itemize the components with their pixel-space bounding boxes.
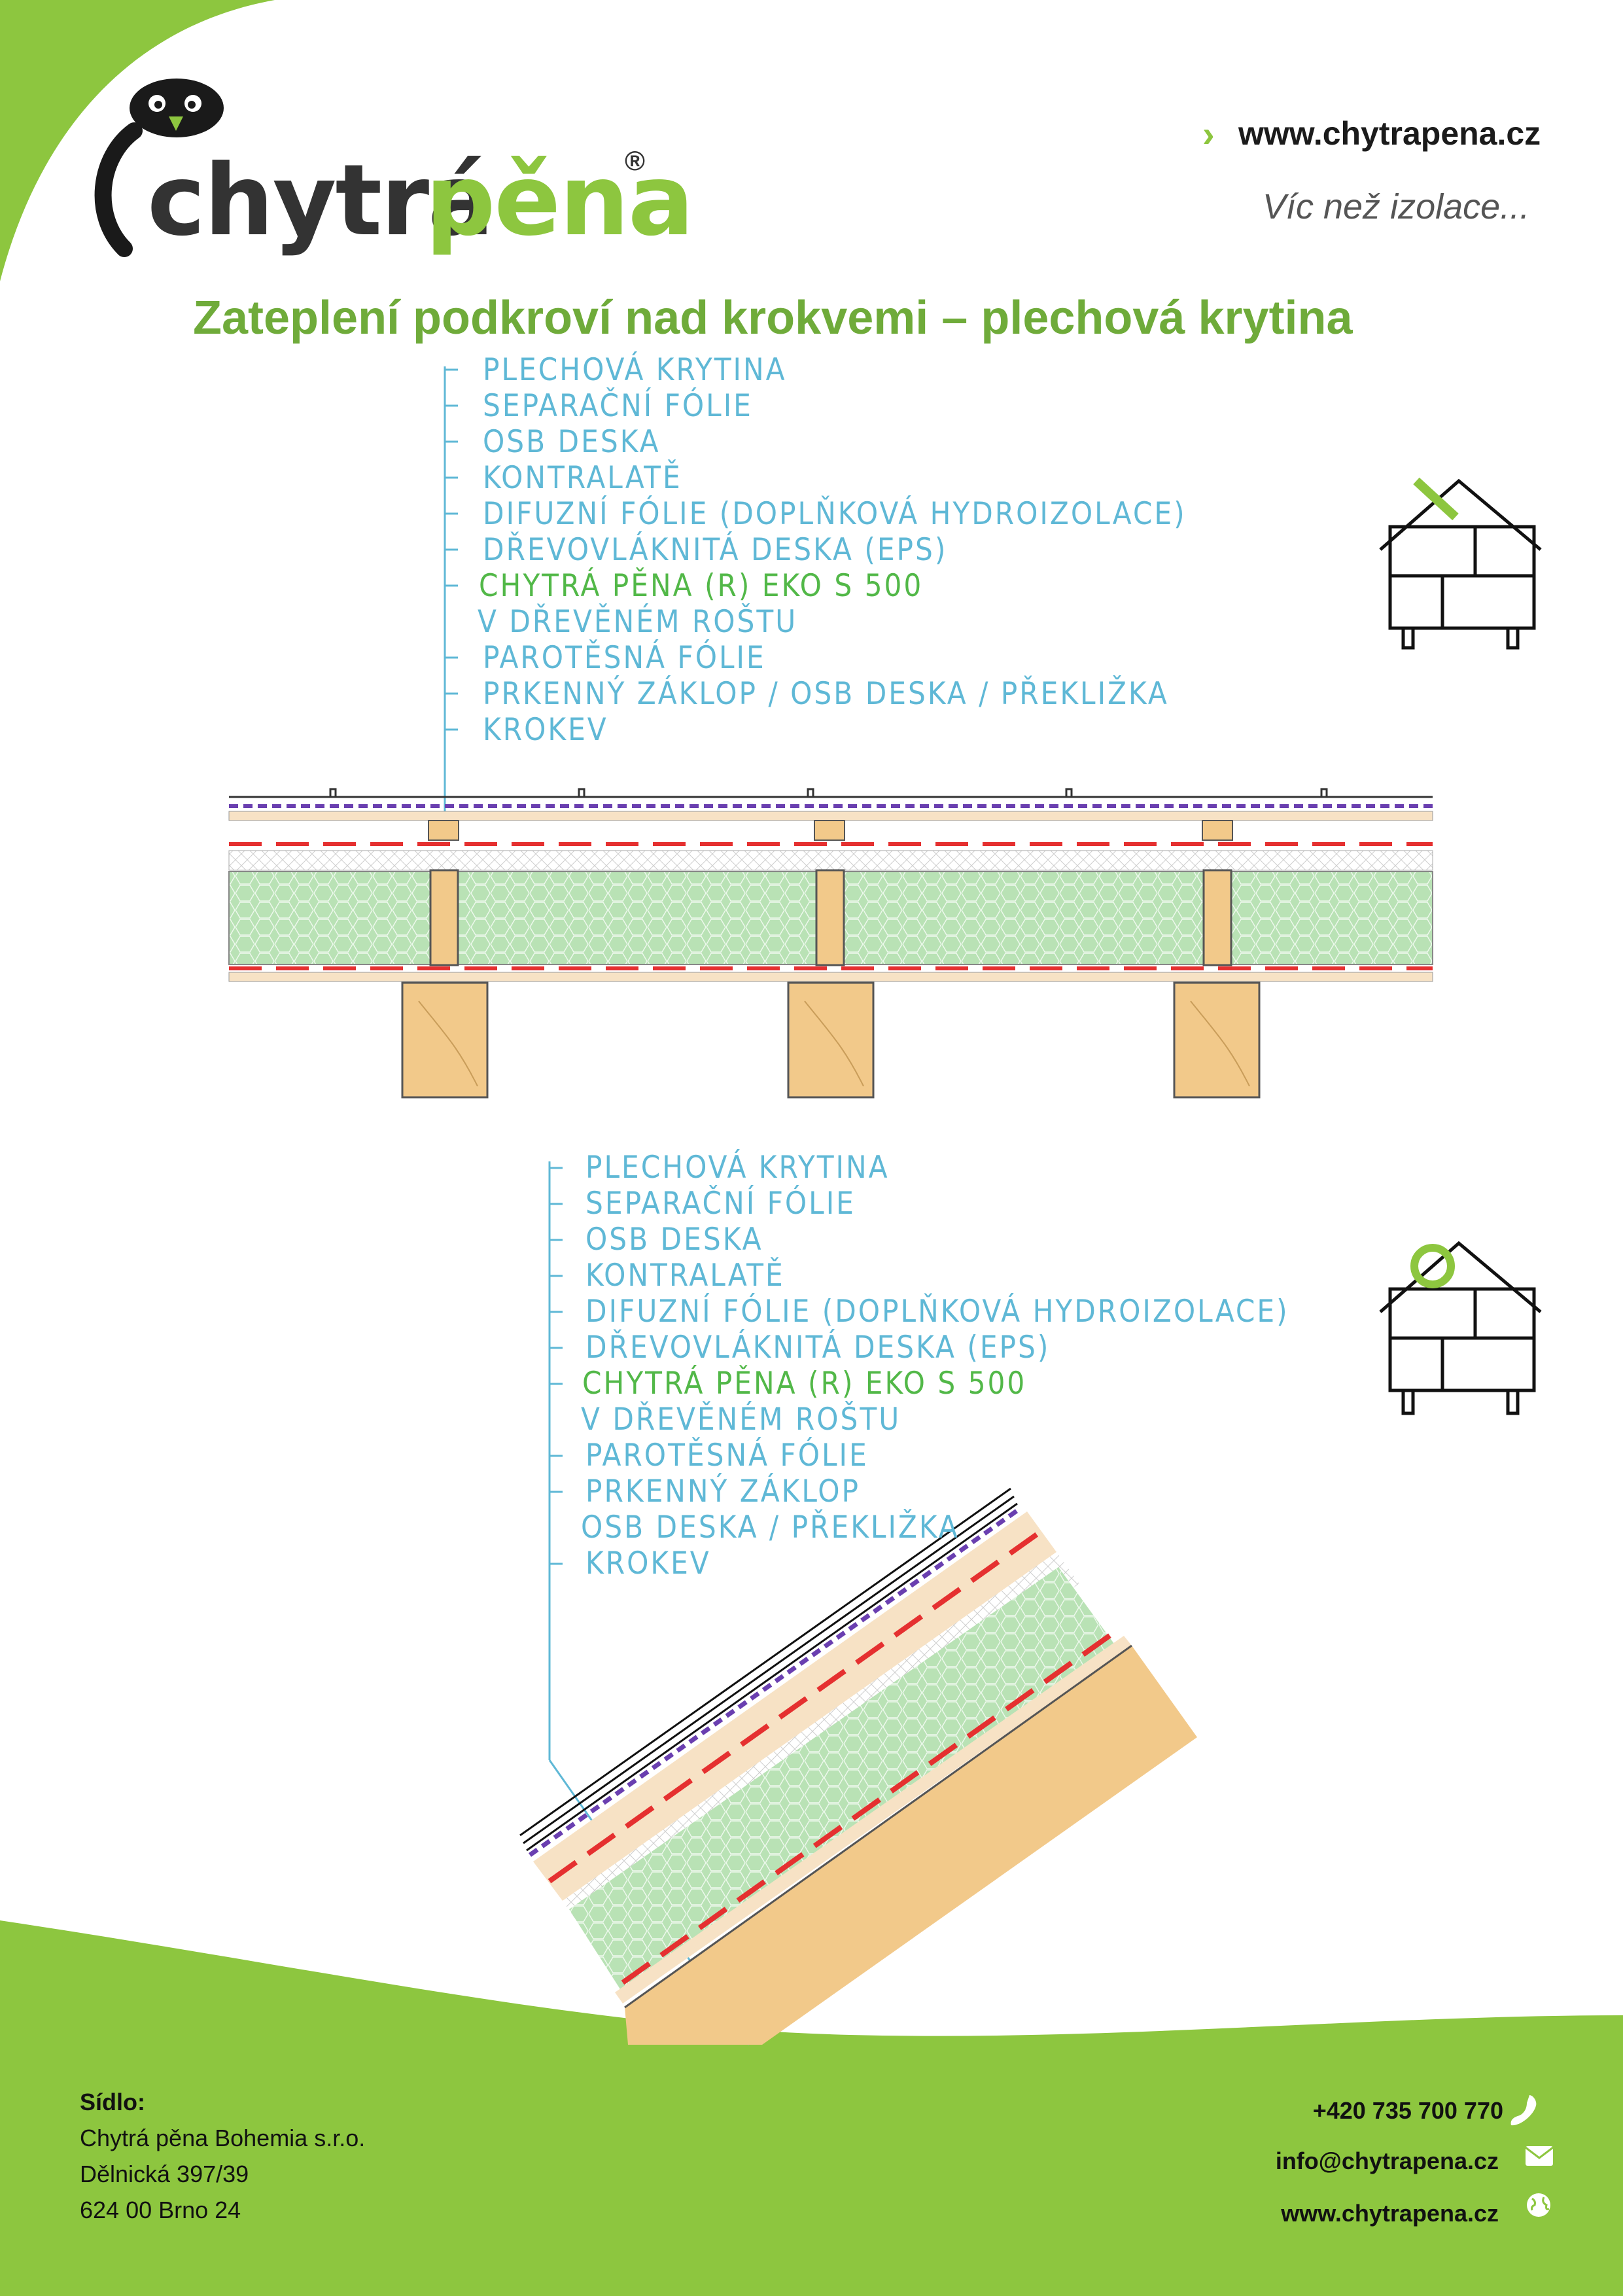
phone-icon xyxy=(1510,2095,1537,2126)
label2-metal-roofing: PLECHOVÁ KRYTINA xyxy=(585,1150,890,1186)
label-diffusion-foil: DIFUZNÍ FÓLIE (DOPLŇKOVÁ HYDROIZOLACE) xyxy=(483,496,1187,532)
diagram-horizontal-section xyxy=(228,366,1433,1099)
label2-rafter: KROKEV xyxy=(585,1545,711,1581)
top-left-corner-decoration xyxy=(0,0,275,281)
chevron-right-icon: › xyxy=(1202,113,1215,154)
footer-email[interactable]: info@chytrapena.cz xyxy=(1275,2147,1499,2174)
label-metal-roofing: PLECHOVÁ KRYTINA xyxy=(483,352,787,388)
label2-foam: CHYTRÁ PĚNA (R) EKO S 500 xyxy=(582,1366,1027,1402)
footer-company: Chytrá pěna Bohemia s.r.o. xyxy=(80,2125,366,2151)
label2-osb-plywood: OSB DESKA / PŘEKLIŽKA xyxy=(581,1510,960,1545)
leader-bracket xyxy=(444,366,458,818)
footer-web[interactable]: www.chytrapena.cz xyxy=(1281,2200,1499,2227)
header-website-link[interactable]: www.chytrapena.cz xyxy=(1238,115,1541,152)
label2-counter-battens: KONTRALATĚ xyxy=(585,1258,785,1294)
mail-icon xyxy=(1525,2146,1554,2166)
footer-wave xyxy=(0,1920,1623,2296)
label-vapour-barrier: PAROTĚSNÁ FÓLIE xyxy=(483,640,766,676)
label-timber-grid: V DŘEVĚNÉM ROŠTU xyxy=(478,604,798,640)
tagline: Víc než izolace... xyxy=(1263,187,1530,226)
footer-street: Dělnická 397/39 xyxy=(80,2161,249,2187)
label2-boarding: PRKENNÝ ZÁKLOP xyxy=(585,1474,861,1510)
brand-word-chytra: chytrá xyxy=(147,144,494,258)
label-boarding: PRKENNÝ ZÁKLOP / OSB DESKA / PŘEKLIŽKA xyxy=(483,676,1169,712)
house-icon-recommended xyxy=(1379,1241,1542,1415)
registered-mark: ® xyxy=(625,145,645,176)
label-separation-foil: SEPARAČNÍ FÓLIE xyxy=(483,388,753,424)
label-counter-battens: KONTRALATĚ xyxy=(483,460,682,496)
footer-city: 624 00 Brno 24 xyxy=(80,2197,241,2223)
diagram-inclined-section xyxy=(519,1161,1197,2045)
label2-vapour-barrier: PAROTĚSNÁ FÓLIE xyxy=(585,1438,869,1474)
label2-timber-grid: V DŘEVĚNÉM ROŠTU xyxy=(581,1402,901,1438)
globe-icon xyxy=(1527,2193,1550,2217)
label-wood-fibre-board: DŘEVOVLÁKNITÁ DESKA (EPS) xyxy=(483,532,948,568)
label-foam: CHYTRÁ PĚNA (R) EKO S 500 xyxy=(479,568,924,604)
label-rafter: KROKEV xyxy=(483,712,608,748)
label2-separation-foil: SEPARAČNÍ FÓLIE xyxy=(585,1186,856,1222)
house-icon-not-recommended xyxy=(1379,477,1542,650)
label-osb: OSB DESKA xyxy=(483,424,661,460)
footer-seat-label: Sídlo: xyxy=(80,2089,145,2115)
label2-wood-fibre-board: DŘEVOVLÁKNITÁ DESKA (EPS) xyxy=(585,1330,1051,1366)
label2-osb: OSB DESKA xyxy=(585,1222,763,1258)
penguin-logo-icon xyxy=(94,79,224,257)
brand-word-pena: pěna xyxy=(425,144,694,258)
footer-phone[interactable]: +420 735 700 770 xyxy=(1312,2097,1503,2124)
page-title: Zateplení podkroví nad krokvemi – plecho… xyxy=(193,292,1353,344)
label2-diffusion-foil: DIFUZNÍ FÓLIE (DOPLŇKOVÁ HYDROIZOLACE) xyxy=(585,1294,1289,1330)
